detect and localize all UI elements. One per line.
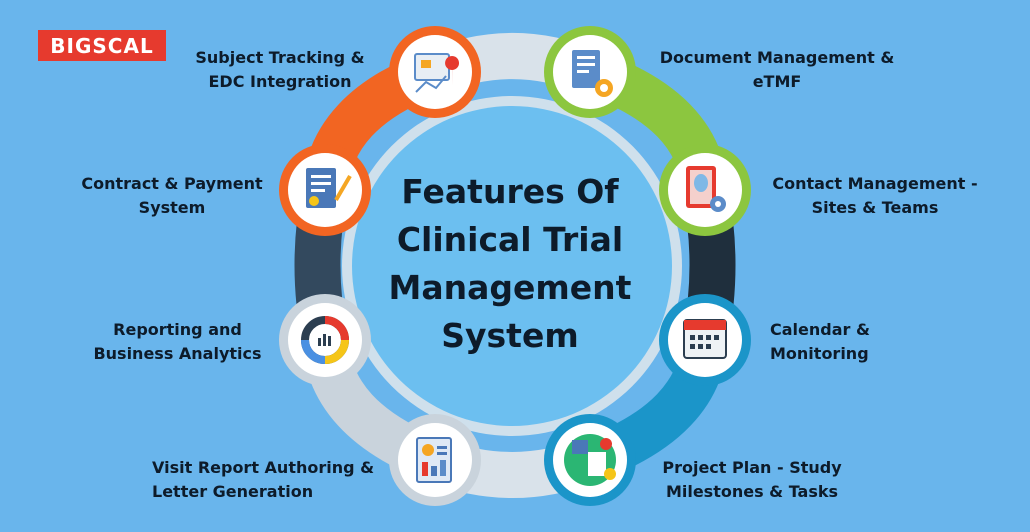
node-subject-tracking <box>389 26 481 118</box>
feature-label-project-plan: Project Plan - Study Milestones & Tasks <box>662 458 842 501</box>
feature-label-reporting-analytics: Reporting and Business Analytics <box>93 320 262 363</box>
feature-label-subject-tracking: Subject Tracking & EDC Integration <box>195 48 365 91</box>
feature-label-visit-report: Visit Report Authoring & Letter Generati… <box>152 458 375 501</box>
node-contract-payment <box>279 144 371 236</box>
calendar-icon <box>683 319 727 359</box>
node-reporting-analytics <box>279 294 371 386</box>
node-calendar-monitoring <box>659 294 751 386</box>
feature-label-calendar-monitoring: Calendar & Monitoring <box>770 320 870 363</box>
node-visit-report <box>389 414 481 506</box>
node-contact-management <box>659 144 751 236</box>
donut-chart-icon <box>301 316 349 364</box>
brand-logo[interactable]: BIGSCAL <box>38 30 166 61</box>
feature-label-document-management: Document Management & eTMF <box>659 48 895 91</box>
report-document-icon <box>416 437 452 483</box>
center-disc <box>352 106 672 426</box>
diagram-title: Features Of Clinical Trial Management Sy… <box>360 168 660 360</box>
feature-label-contact-management: Contact Management - Sites & Teams <box>772 174 978 217</box>
contract-pen-icon <box>306 168 352 208</box>
title-line: Management <box>388 268 632 307</box>
clipboard-plan-icon <box>564 434 616 486</box>
node-document-management <box>544 26 636 118</box>
document-gear-icon <box>572 50 613 97</box>
title-line: System <box>441 316 579 355</box>
feature-label-contract-payment: Contract & Payment System <box>81 174 263 217</box>
title-line: Features Of <box>401 172 619 211</box>
title-line: Clinical Trial <box>396 220 624 259</box>
node-project-plan <box>544 414 636 506</box>
map-pin-chart-icon <box>414 53 460 93</box>
contact-book-icon <box>686 166 726 212</box>
